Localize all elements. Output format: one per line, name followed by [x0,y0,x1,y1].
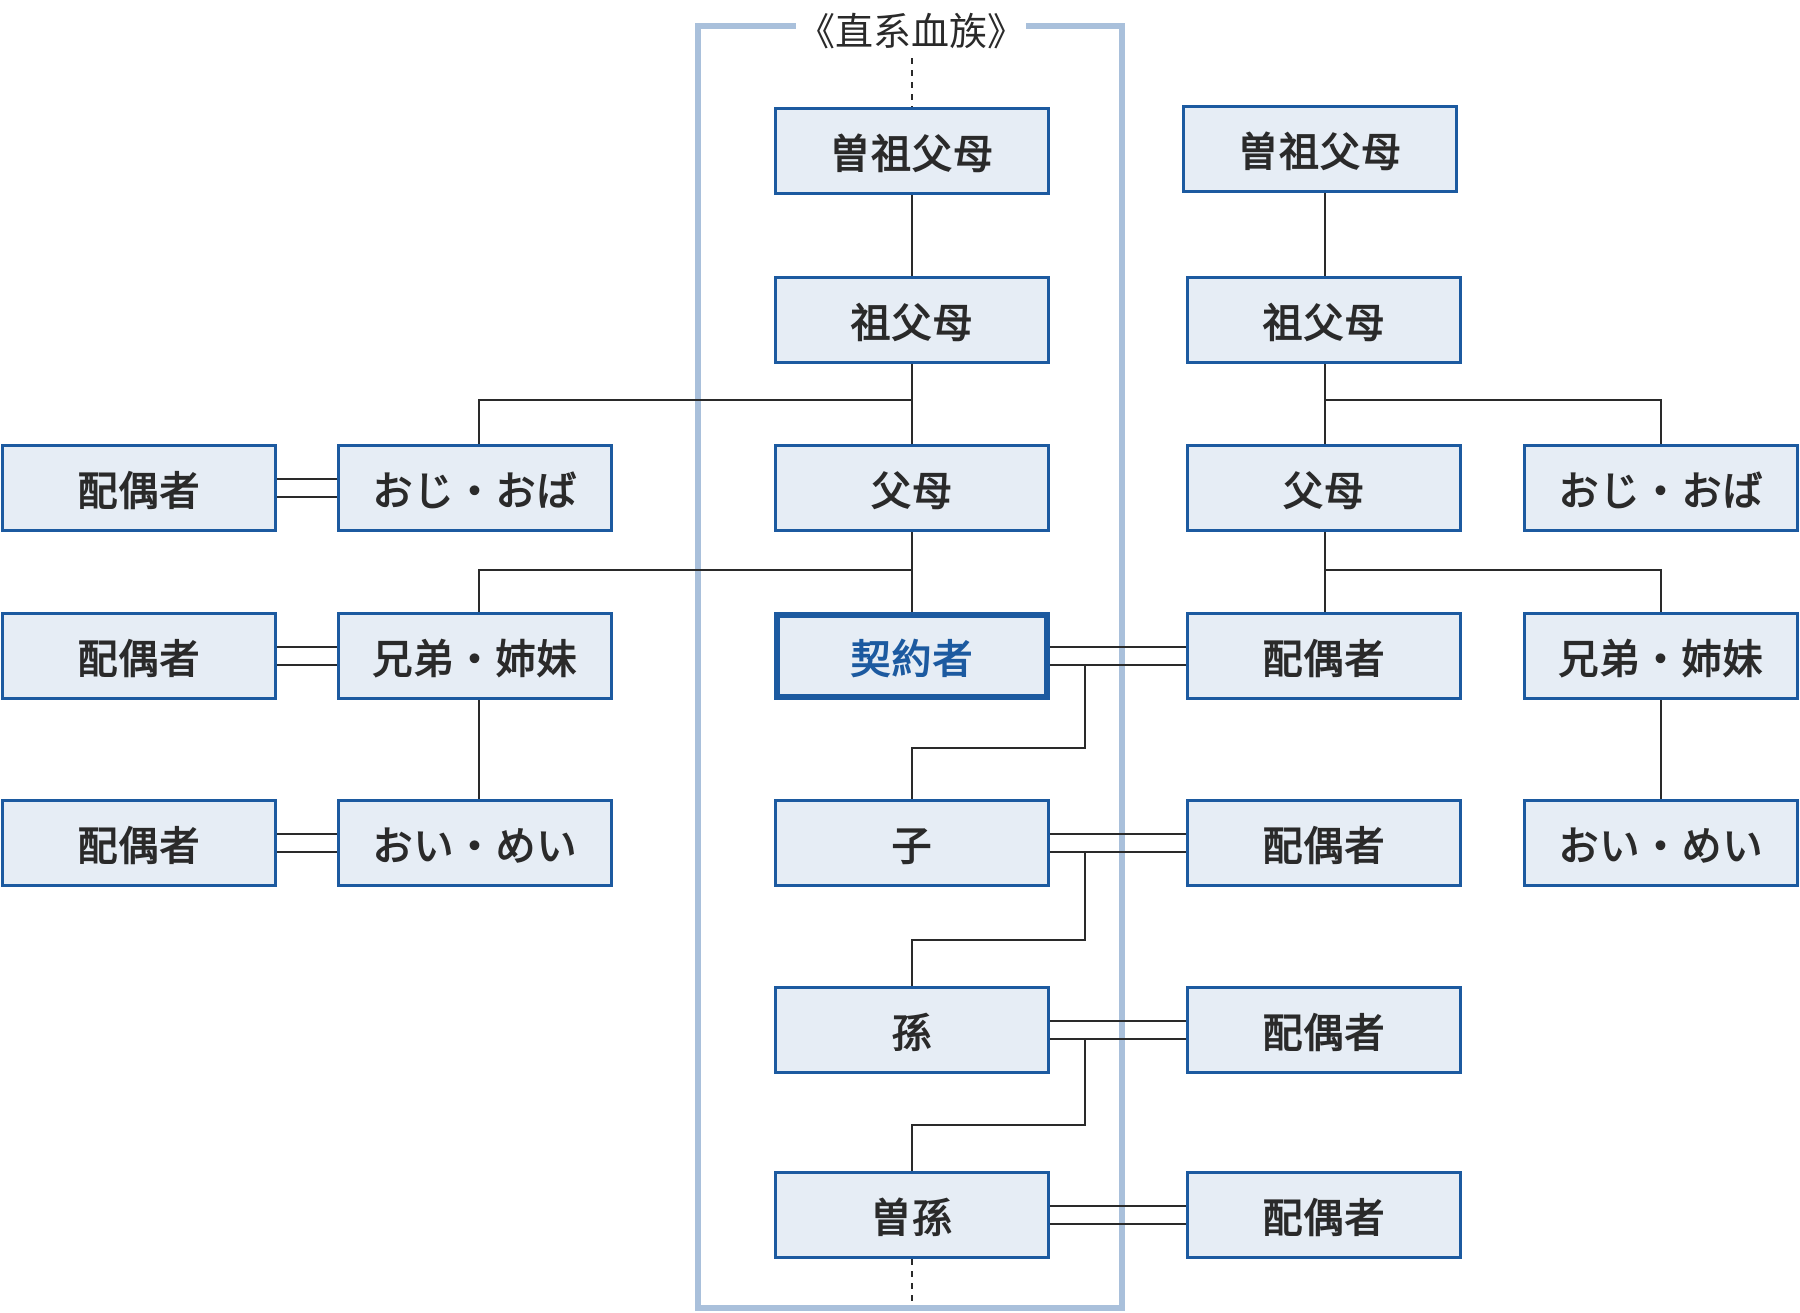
node-c-ggp: 曽祖父母 [774,107,1050,195]
node-r-spouse: 配偶者 [1186,612,1462,700]
node-label: 配偶者 [77,637,201,683]
node-label: 契約者 [850,637,974,683]
node-l-aunt-spouse: 配偶者 [1,444,277,532]
node-label: 兄弟・姉妹 [372,637,578,683]
node-r-ggp: 曽祖父母 [1182,105,1458,193]
spouse-gp-aunt-line [1325,399,1662,444]
spouse-parents-sibling-line [1325,569,1662,612]
node-c-self: 契約者 [774,612,1050,700]
node-label: 子 [891,824,933,870]
node-label: 父母 [1283,469,1365,515]
node-label: おい・めい [1558,824,1764,870]
node-label: 配偶者 [1262,824,1386,870]
node-label: 配偶者 [1262,1011,1386,1057]
self-child-line [911,665,1086,799]
node-label: 父母 [871,469,953,515]
node-label: 配偶者 [77,469,201,515]
node-label: 祖父母 [850,301,974,347]
node-l-sib-spouse: 配偶者 [1,612,277,700]
node-label: 配偶者 [77,824,201,870]
lineal-relatives-frame [695,23,1125,1311]
node-label: 兄弟・姉妹 [1558,637,1764,683]
node-r-niece: おい・めい [1523,799,1799,887]
node-label: 配偶者 [1262,637,1386,683]
gp-aunt-line [478,399,912,444]
node-label: 祖父母 [1262,301,1386,347]
node-label: 曽祖父母 [830,132,994,178]
node-label: おい・めい [372,824,578,870]
node-l-niece-spouse: 配偶者 [1,799,277,887]
node-c-parents: 父母 [774,444,1050,532]
node-label: 曽孫 [871,1196,953,1242]
node-r-gp: 祖父母 [1186,276,1462,364]
node-label: 配偶者 [1262,1196,1386,1242]
node-c-gp: 祖父母 [774,276,1050,364]
node-r-sib: 兄弟・姉妹 [1523,612,1799,700]
node-r-grandchild-spouse: 配偶者 [1186,986,1462,1074]
node-label: 孫 [891,1011,933,1057]
node-r-child-spouse: 配偶者 [1186,799,1462,887]
node-l-niece: おい・めい [337,799,613,887]
child-grandchild-line [911,852,1086,986]
node-c-child: 子 [774,799,1050,887]
node-label: おじ・おば [1558,469,1764,515]
parents-sibling-line [478,569,912,612]
node-label: おじ・おば [372,469,578,515]
node-label: 曽祖父母 [1238,130,1402,176]
node-r-ggchild-spouse: 配偶者 [1186,1171,1462,1259]
node-c-grandchild: 孫 [774,986,1050,1074]
node-r-parents: 父母 [1186,444,1462,532]
node-r-aunt: おじ・おば [1523,444,1799,532]
lineal-relatives-title: 《直系血族》 [796,8,1026,56]
node-l-aunt: おじ・おば [337,444,613,532]
node-c-ggchild: 曽孫 [774,1171,1050,1259]
node-l-sib: 兄弟・姉妹 [337,612,613,700]
grandchild-ggchild-line [911,1039,1086,1171]
